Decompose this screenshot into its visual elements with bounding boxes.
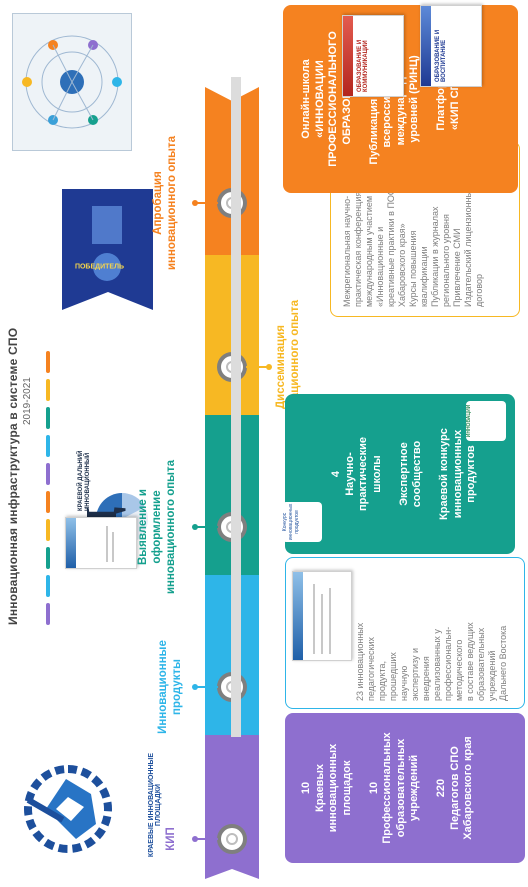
decorative-dash (46, 575, 50, 597)
box-text-line: образовательных (394, 738, 407, 838)
box-text-line: ПРОФЕССИОНАЛЬНОГО (327, 31, 339, 167)
box-text-line: учреждений (408, 754, 420, 822)
box-text-line: Экспертное (397, 442, 410, 506)
stage-label: Апробация инновационного опыта (152, 135, 178, 271)
decorative-dash (46, 463, 50, 485)
box-text-line: площадок (340, 760, 353, 816)
box-text-line: профессиональн- (443, 626, 453, 701)
box-text-line: инновационных (327, 743, 339, 833)
decorative-dash (46, 379, 50, 401)
journal-thumbnail: ОБРАЗОВАНИЕ И ВОСПИТАНИЕ (420, 5, 482, 87)
box-text-line (425, 394, 439, 554)
journal-1-title: ОБРАЗОВАНИЕ И КОММУНИКАЦИИ (357, 39, 369, 92)
journal-2-title: ОБРАЗОВАНИЕ И ВОСПИТАНИЕ (435, 29, 447, 82)
decorative-dash (46, 491, 50, 513)
innovation-badge: ИННОВАЦИИ (466, 401, 506, 441)
connector-dot (192, 524, 198, 530)
decorative-dash (46, 547, 50, 569)
products-doc-stack (292, 571, 352, 661)
box-text-line (422, 713, 436, 863)
stage-label: Инновационные продукты (157, 640, 183, 734)
network-graphic (22, 35, 122, 129)
connector-dot (266, 364, 272, 370)
box-text-line: прошедших (388, 652, 398, 701)
box-text-line: Научно- (343, 452, 356, 496)
connector-line (246, 366, 268, 368)
decorative-dash (46, 435, 50, 457)
box-text-line: педагогических (366, 637, 376, 701)
kip-logo (24, 765, 112, 853)
box-text-line: Онлайн-школа (300, 59, 312, 139)
box-text-line (354, 713, 368, 863)
box-text-line: Хабаровского края (462, 736, 474, 840)
connector-line (196, 686, 218, 688)
box-text-line: 220 (435, 778, 447, 798)
box-text-line: учреждений (487, 650, 497, 701)
kip-platform-screenshot (12, 13, 132, 151)
box-text-line: Дальнего Востока (498, 625, 508, 701)
decorative-dash (46, 603, 50, 625)
stage-label: КИП (165, 827, 177, 851)
competition-badge: Конкурс инновационных продуктов (282, 502, 322, 542)
connector-dot (192, 836, 198, 842)
connector-line (196, 202, 218, 204)
kd-logo-caption: КРАЕВОЙ ДАЛЬНИЙ ИННОВАЦИОННЫЙ (78, 450, 91, 511)
box-text-line: в составе ведущих (465, 622, 475, 701)
box-text-line: 10 (367, 781, 380, 795)
box-text-line (384, 394, 398, 554)
box-text-line: практические (357, 437, 369, 511)
connector-dot (192, 200, 198, 206)
box-text-line: внедрения (421, 656, 431, 701)
box-text-line: сообщество (411, 440, 423, 508)
timeline-segment (205, 735, 259, 879)
box-text-line: методического (454, 639, 464, 701)
box-text-line: инновационных (451, 429, 464, 519)
box-text-line: Краевой конкурс (438, 428, 450, 520)
winner-banner-text: ПОБЕДИТЕЛЬ (74, 263, 125, 271)
timeline-shadow (231, 77, 241, 737)
connector-line (196, 526, 218, 528)
decorative-dash (46, 519, 50, 541)
box-text-line: реализованных у (432, 629, 442, 701)
journal-thumbnail: ОБРАЗОВАНИЕ И КОММУНИКАЦИИ (342, 15, 404, 97)
box-text-line: научную (399, 665, 409, 701)
box-text-line: продукта, (377, 660, 387, 701)
box-text-line: образовательных (476, 627, 486, 701)
timeline-node (217, 824, 247, 854)
decorative-dash (46, 351, 50, 373)
box-text-line: 10 (300, 781, 312, 795)
box-text-line: 4 (330, 470, 342, 478)
timeline-node-inner (226, 833, 238, 845)
product-doc-thumbnail (65, 517, 137, 569)
box-text-line: Профессиональных (381, 732, 393, 844)
box-text-line: «ИННОВАЦИИ (313, 60, 326, 138)
box-text-line: экспертизу и (410, 647, 420, 701)
winner-banner (62, 189, 153, 310)
year-label: 2019-2021 (22, 377, 33, 425)
stage-label: Выявление и оформление инновационного оп… (137, 459, 177, 595)
box-text-line: 23 инновационных (355, 622, 365, 701)
connector-dot (192, 684, 198, 690)
connector-line (196, 838, 218, 840)
box-text-line: Краевых (313, 764, 326, 812)
box-text-line: школы (370, 455, 383, 493)
box-text-line: Педагогов СПО (448, 746, 461, 830)
kip-logo-caption: КРАЕВЫЕ ИННОВАЦИОННЫЕ ПЛОЩАДКИ (148, 752, 162, 858)
decorative-dash (46, 407, 50, 429)
main-title: Инновационная инфраструктура в системе С… (6, 327, 20, 625)
